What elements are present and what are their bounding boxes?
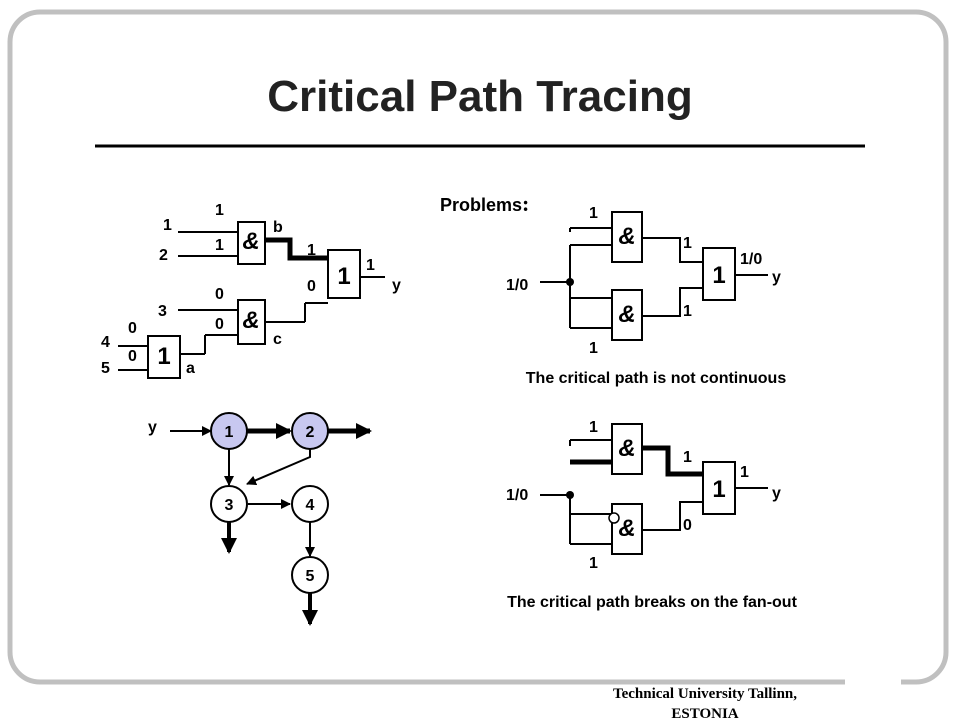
graph-input-label: y [148,419,157,436]
or-small-in-b-value: 0 [128,348,137,365]
p1-caption: The critical path is not continuous [526,370,787,387]
and-bottom-in-a-value: 0 [215,286,224,303]
footer-country: ESTONIA [671,706,739,722]
p2-and-bottom-symbol: & [618,515,635,542]
and-top-out-label: b [273,219,283,236]
gate-and-top-symbol: & [242,228,259,255]
or-out-label: y [392,277,401,294]
or-out-in-b-value: 0 [307,278,316,295]
footer-institution: Technical University Tallinn, [612,686,798,702]
gate-or-out [327,249,361,299]
footer-notch [845,660,901,690]
graph [170,423,372,626]
p2-caption: The critical path breaks on the fan-out [507,594,797,611]
gate-and-bottom-symbol: & [242,307,259,334]
footer: Technical University Tallinn, ESTONIA [560,684,850,724]
graph-node-4-label: 4 [306,497,315,514]
p1-and-top-input-value: 1 [589,205,598,222]
input-3-label: 3 [158,303,167,320]
gate-or-out-symbol: 1 [337,263,350,290]
p2-and-top-input-value: 1 [589,419,598,436]
graph-node-2 [291,412,329,450]
input-4-label: 4 [101,334,110,351]
p1-and-bottom-out-value: 1 [683,303,692,320]
gate-or-small [147,335,181,379]
p2-or-symbol: 1 [712,476,725,503]
graph-node-1-label: 1 [225,424,234,441]
p1-fanout-dot [566,278,574,286]
input-5-label: 5 [101,360,110,377]
p2-inverter-bubble [608,512,620,524]
gate-and-bottom [237,299,266,345]
p2-or-gate [702,461,736,515]
or-out-value: 1 [366,257,375,274]
gate-or-small-symbol: 1 [157,343,170,370]
or-small-in-a-value: 0 [128,320,137,337]
slide-border [7,9,949,685]
graph-node-3 [210,485,248,523]
p1-and-top-out-value: 1 [683,235,692,252]
and-top-in-b-value: 1 [215,237,224,254]
p1-or-out-label: y [772,269,781,286]
gate-and-top [237,221,266,265]
p2-fanout-label: 1/0 [506,487,528,504]
and-top-in-a-value: 1 [215,202,224,219]
graph-node-5-label: 5 [306,568,315,585]
graph-node-2-label: 2 [306,424,315,441]
p1-or-gate [702,247,736,301]
and-bottom-in-b-value: 0 [215,316,224,333]
p2-and-top [611,423,643,475]
problems-heading: Problems: [440,191,529,216]
p1-fanout-label: 1/0 [506,277,528,294]
p1-or-out-value: 1/0 [740,251,762,268]
graph-node-4 [291,485,329,523]
or-small-out-label: a [186,360,195,377]
page-title: Critical Path Tracing [267,72,693,121]
p1-and-bottom-input-value: 1 [589,340,598,357]
circuit-1 [118,231,385,371]
p2-and-bottom-out-value: 0 [683,517,692,534]
problems-heading-colon: : [522,191,529,216]
input-1-label: 1 [163,217,172,234]
and-bottom-out-label: c [273,331,282,348]
graph-node-3-label: 3 [225,497,234,514]
graph-node-1 [210,412,248,450]
p2-or-out-value: 1 [740,464,749,481]
critical-path-2 [570,445,703,477]
critical-path-1 [265,237,328,261]
p2-and-bottom [611,503,643,555]
problem-1-circuit [540,227,768,329]
p2-and-top-symbol: & [618,435,635,462]
p2-fanout-dot [566,491,574,499]
input-2-label: 2 [159,247,168,264]
p2-and-top-out-value: 1 [683,449,692,466]
p2-and-bottom-input-value: 1 [589,555,598,572]
problem-2-circuit [540,439,768,545]
p1-or-symbol: 1 [712,262,725,289]
p1-and-top-symbol: & [618,223,635,250]
or-out-in-a-value: 1 [307,242,316,259]
p1-and-bottom [611,289,643,341]
graph-node-5 [291,556,329,594]
p1-and-top [611,211,643,263]
graph-edge-2-3 [246,449,311,486]
p1-and-bottom-symbol: & [618,301,635,328]
p2-or-out-label: y [772,485,781,502]
